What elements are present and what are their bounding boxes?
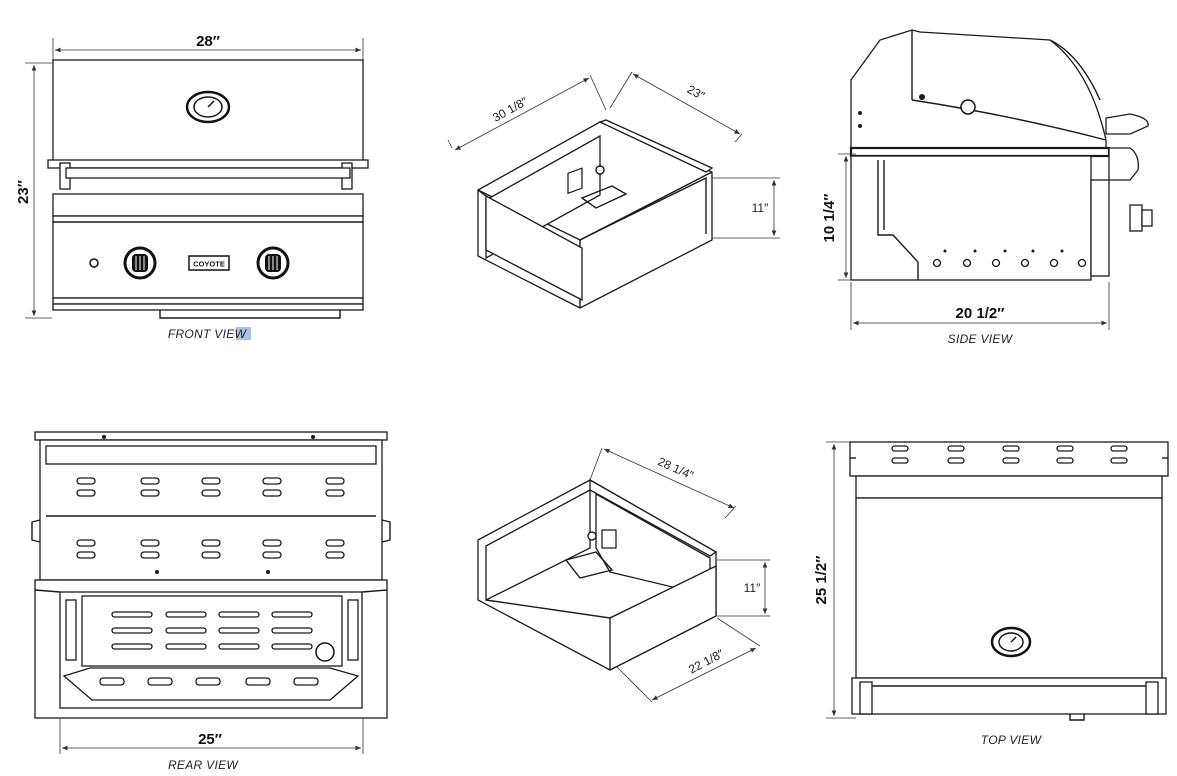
iso-bottom-diag-label: 28 1/4″ [656,454,697,482]
thermometer-icon [185,90,231,124]
iso-top-depth-label: 23″ [685,82,708,103]
top-depth-label: 25 1/2″ [813,556,830,605]
front-view-caption: FRONT VIEW [168,327,248,341]
rear-upper-vents [76,477,345,497]
iso-jacket-bottom: 28 1/4″ 11″ 22 1/8″ [477,447,770,703]
front-view: 28″ 23″ [15,33,369,341]
rear-width-label: 25″ [198,731,222,748]
logo-text: COYOTE [193,260,225,269]
iso-bottom-height-label: 11″ [744,581,761,595]
rear-bottom-slots [99,677,319,686]
top-thermometer-icon [990,626,1032,658]
front-height-label: 23″ [15,180,32,204]
top-view-caption: TOP VIEW [981,733,1043,747]
side-view: 10 1/4″ 20 1/2″ [821,29,1153,346]
top-rear-vents [891,445,1128,464]
gas-inlet-icon [315,642,335,662]
side-view-caption: SIDE VIEW [948,332,1014,346]
hood-handle-bar [47,159,369,169]
rear-box-vents [111,611,313,650]
iso-bottom-depth-label: 22 1/8″ [686,646,726,676]
iso-top-height-label: 11″ [752,201,769,215]
rear-view-caption: REAR VIEW [168,758,239,772]
iso-jacket-top: 30 1/8″ 23″ 11″ [447,71,780,309]
rear-view: 25″ REAR VIEW [31,431,391,772]
top-front-handle [851,677,1167,715]
right-knob-icon [256,246,290,280]
side-hood [850,29,1107,149]
front-width-label: 28″ [196,33,220,50]
top-view: 25 1/2″ TOP VIEW [813,441,1169,747]
side-body [850,155,1092,281]
rear-lower-vents [76,539,345,559]
side-width-label: 20 1/2″ [956,305,1005,322]
igniter-icon [89,258,99,268]
side-vent-holes [932,249,1087,268]
left-knob-icon [123,246,157,280]
side-height-label: 10 1/4″ [821,194,838,243]
control-panel [52,215,364,299]
logo-badge [188,255,230,271]
